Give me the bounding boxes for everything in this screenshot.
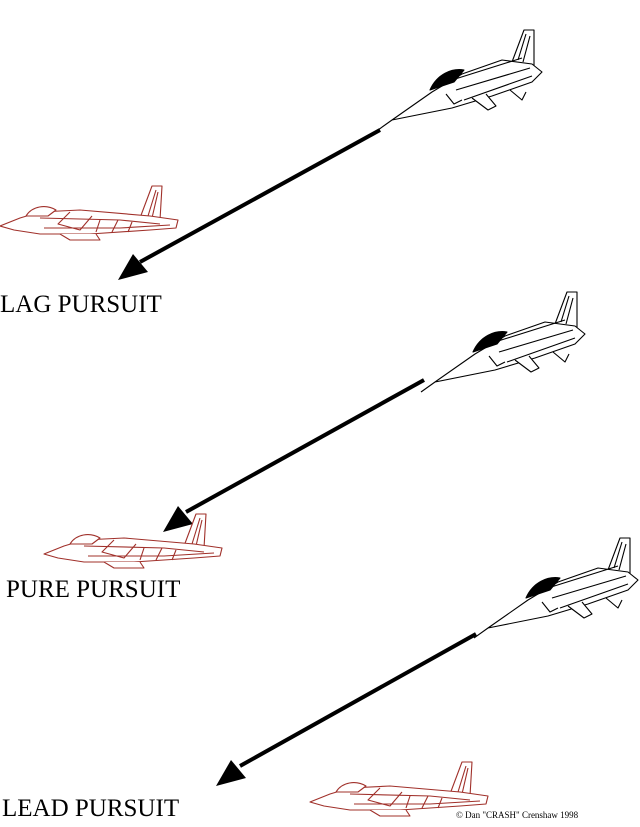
label-lag-pursuit: LAG PURSUIT: [0, 291, 162, 318]
attacker-jet-pure: [420, 291, 586, 393]
target-jet-pure: [43, 513, 223, 569]
arrowhead-pure: [163, 506, 193, 532]
copyright-credit: © Dan "CRASH" Crenshaw 1998: [456, 810, 579, 820]
pursuit-arrow-lag: [139, 128, 381, 264]
attacker-jet-lag: [377, 29, 543, 131]
label-pure-pursuit: PURE PURSUIT: [6, 576, 181, 603]
target-jet-lag: [0, 185, 179, 241]
pursuit-arrow-pure: [185, 378, 425, 514]
attacker-jet-lead: [473, 537, 639, 639]
label-lead-pursuit: LEAD PURSUIT: [2, 795, 180, 822]
pursuit-arrow-lead: [239, 632, 477, 768]
arrowhead-lag: [118, 254, 148, 280]
arrowhead-lead: [216, 760, 246, 786]
target-jet-lead: [309, 761, 489, 817]
